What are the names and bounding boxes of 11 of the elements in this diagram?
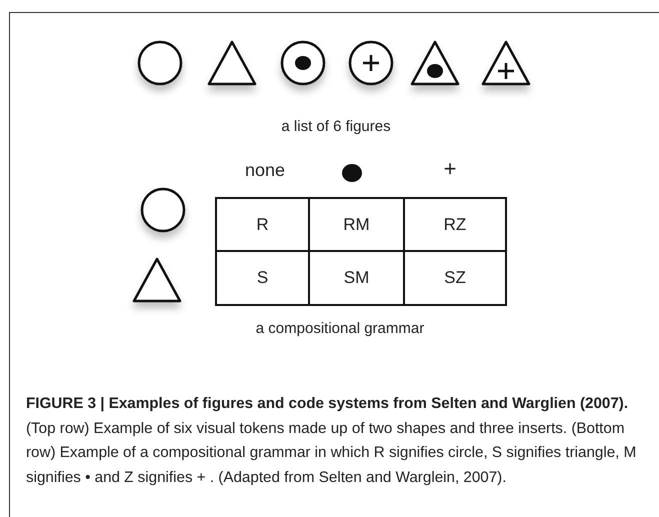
table-cell-text: SZ [443,267,467,289]
column-header: none [244,160,286,181]
table-cell: R [217,199,310,252]
table-cell: RZ [405,199,505,252]
table-cell: SM [310,252,405,304]
table-cell: S [217,252,310,304]
column-header: + [444,156,456,182]
grammar-label: a compositional grammar [256,320,424,337]
table-cell: RM [310,199,405,252]
figure-list-label: a list of 6 figures [281,118,391,135]
figure-caption: FIGURE 3 | Examples of figures and code systems from Selten and Warglien (2007). (Top row) Example of six visual tokens made up of two shapes and three inserts. (Bottom row) Example of a compositional grammar in which R signifies circle, S signifies triangle, M signifies • and Z signifies + . (Adapted from Selten and Warglein, 2007). [26,394,638,488]
